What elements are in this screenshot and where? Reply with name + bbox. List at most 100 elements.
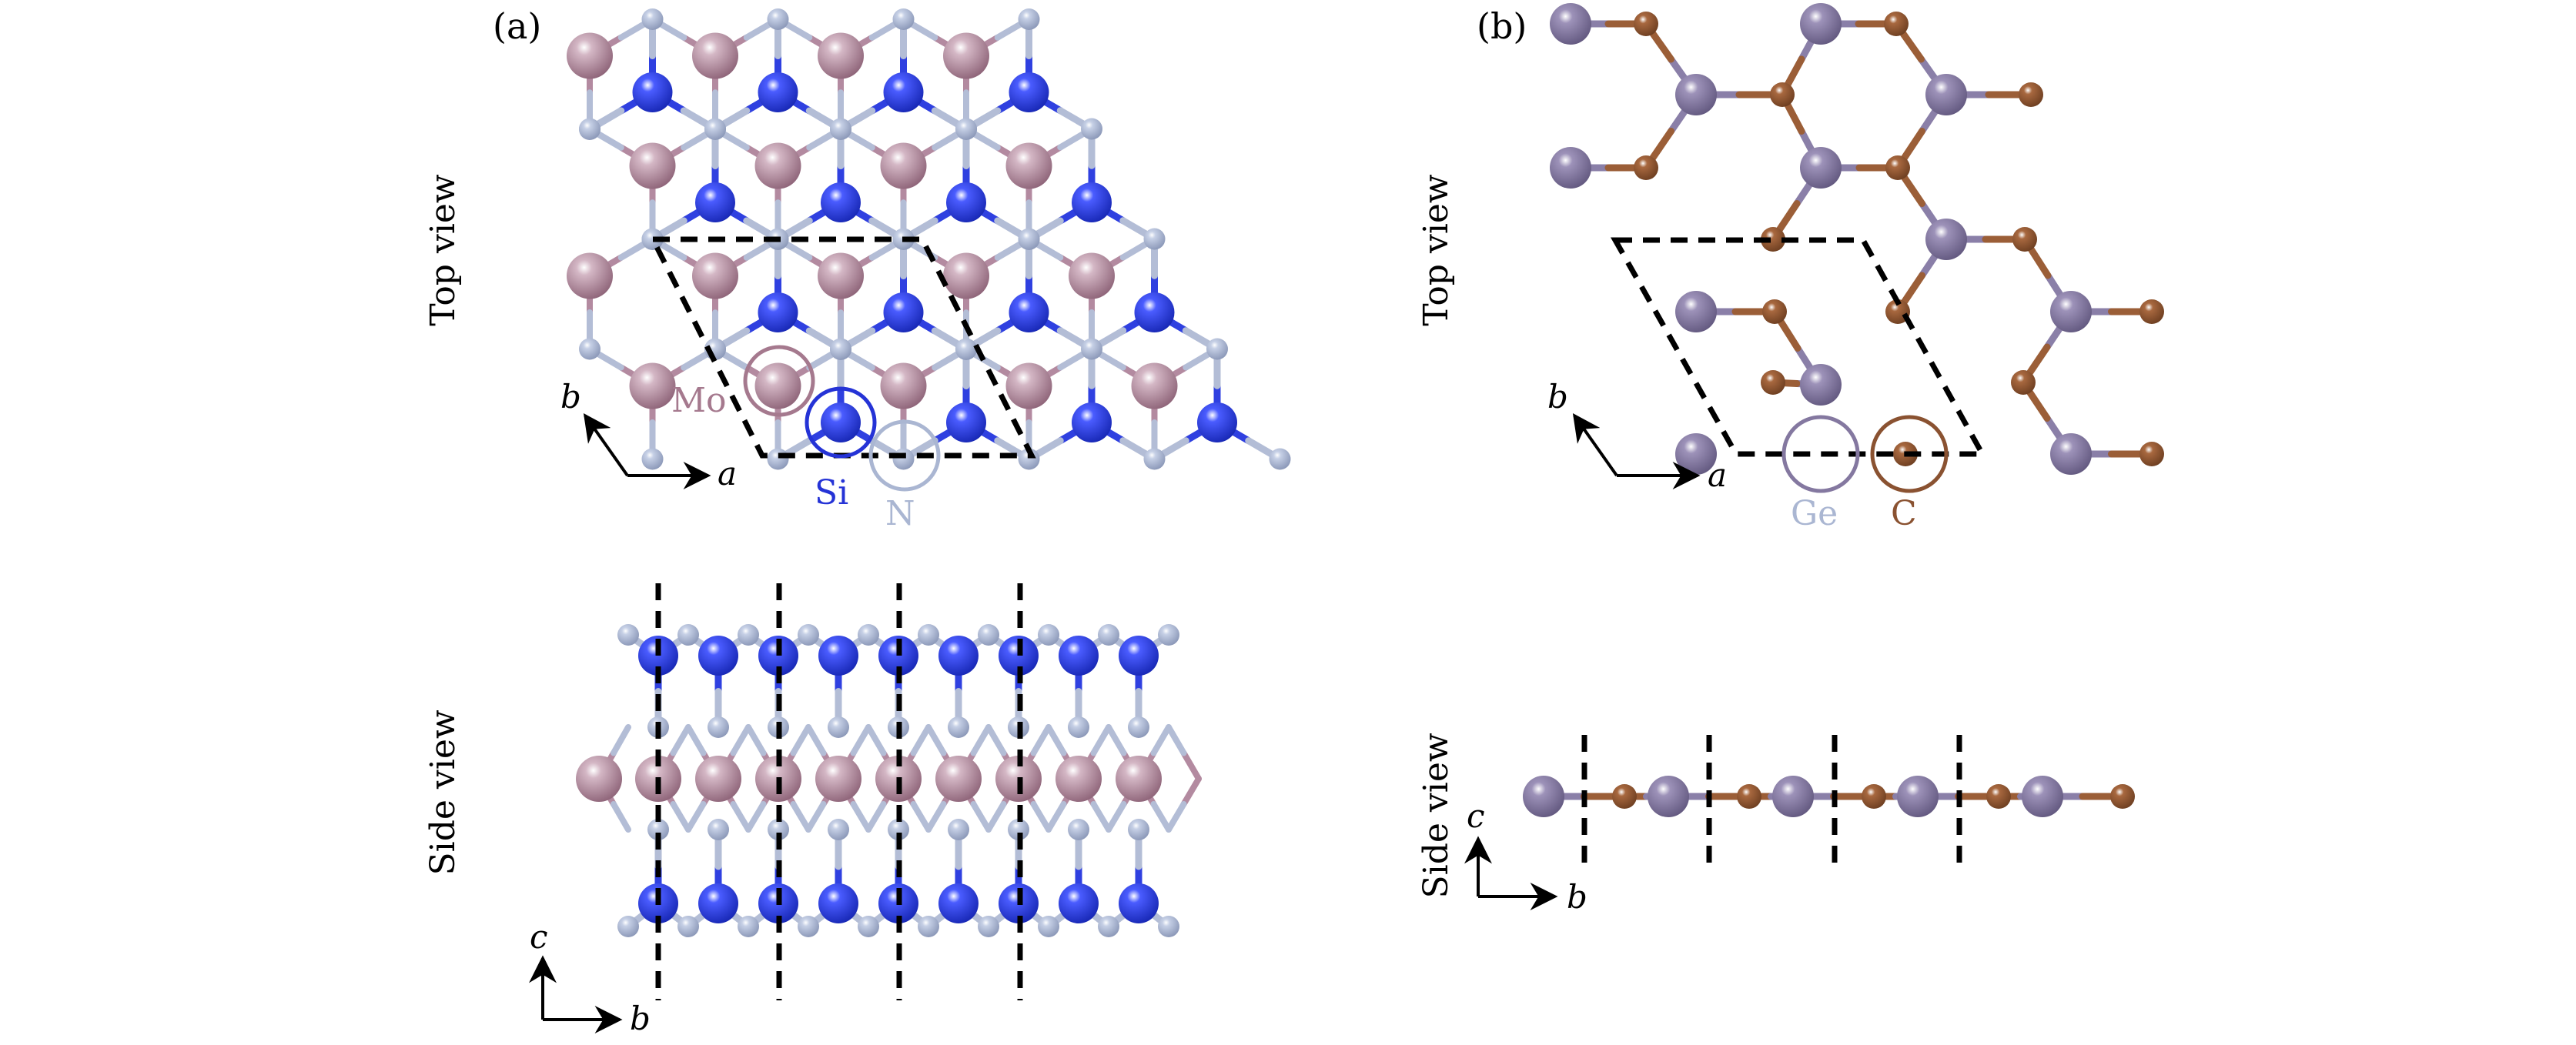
mo-atom — [880, 362, 927, 409]
bond — [1166, 801, 1187, 833]
n-atom — [677, 916, 699, 937]
bond — [685, 724, 707, 756]
si-atom — [1059, 636, 1099, 676]
n-atom — [1081, 338, 1102, 360]
ge-highlight-ring — [1781, 415, 1860, 493]
n-atom — [798, 624, 819, 646]
si-atom — [883, 72, 924, 112]
ge-atom — [2022, 776, 2063, 817]
n-atom — [704, 119, 726, 140]
n-atom — [978, 624, 999, 646]
panel-a-side-view-label: Side view — [423, 709, 463, 875]
bond — [805, 724, 827, 756]
n-atom — [798, 916, 819, 937]
c-atom — [1634, 12, 1658, 36]
n-atom — [708, 716, 729, 738]
bond — [970, 801, 992, 833]
bond — [611, 724, 631, 756]
c-atom — [1762, 299, 1787, 324]
n-atom — [617, 624, 639, 646]
si-atom — [698, 636, 738, 676]
n-atom — [1098, 916, 1119, 937]
n-atom — [1128, 716, 1149, 738]
n-atom — [858, 624, 879, 646]
bond — [670, 801, 691, 833]
overlay-layer — [648, 236, 1987, 1000]
panel-a-side-axes: c b — [529, 918, 651, 1037]
ge-atom — [2050, 433, 2092, 475]
bond — [1106, 801, 1127, 833]
si-atom — [1009, 292, 1049, 332]
n-atom — [641, 8, 664, 30]
n-atom — [647, 819, 669, 840]
n-atom — [858, 916, 879, 937]
ge-atom — [1925, 219, 1967, 260]
element-label-si: Si — [815, 473, 848, 512]
bond — [1106, 724, 1127, 756]
n-atom — [1143, 228, 1166, 250]
n-atom — [955, 119, 977, 140]
bond — [985, 724, 1007, 756]
n-atom — [955, 339, 977, 360]
bond — [1166, 724, 1187, 756]
panel-a-side-axis-b: b — [630, 1000, 651, 1037]
ge-atom — [1800, 147, 1842, 189]
ge-atom — [1550, 147, 1591, 189]
c-atom — [1885, 155, 1910, 180]
n-atom — [1269, 448, 1291, 470]
si-atom — [1072, 402, 1112, 442]
si-atom — [938, 636, 979, 676]
bond — [790, 724, 811, 756]
c-atom — [1862, 784, 1886, 809]
n-atom — [948, 716, 969, 738]
mo-atom — [1005, 142, 1052, 189]
n-atom — [1143, 448, 1166, 470]
si-atom — [1009, 72, 1049, 112]
n-atom — [830, 119, 851, 140]
mo-atom — [754, 362, 801, 409]
n-atom — [767, 8, 789, 30]
bond — [925, 724, 947, 756]
bond — [685, 801, 707, 833]
n-atom — [948, 819, 969, 840]
n-atom — [1098, 624, 1119, 646]
c-atom — [2139, 299, 2164, 324]
c-atom — [1770, 82, 1795, 107]
mo-atom — [818, 32, 864, 79]
n-atom — [1038, 916, 1059, 937]
element-label-c: C — [1891, 494, 1917, 533]
n-atom — [767, 448, 789, 470]
si-atom — [632, 72, 673, 112]
ge-atom — [1523, 776, 1564, 817]
si-atom — [1119, 636, 1159, 676]
mo-atom — [1131, 362, 1178, 409]
bond — [611, 801, 631, 833]
mo-atom — [576, 756, 622, 802]
si-atom — [698, 883, 738, 923]
n-highlight-ring — [868, 419, 941, 492]
panel-b-side-axes: c b — [1464, 797, 1587, 916]
n-atom — [918, 624, 939, 646]
si-atom — [1197, 402, 1237, 442]
bond — [790, 801, 811, 833]
panel-b-top-axes: b a — [1547, 378, 1727, 494]
c-atom — [2011, 370, 2036, 395]
panel-b-top-view-label: Top view — [1417, 174, 1456, 326]
c-atom — [2139, 442, 2164, 466]
ge-atom — [1800, 364, 1842, 406]
n-atom — [1158, 624, 1179, 646]
mo-atom — [692, 252, 738, 299]
bond — [1045, 801, 1067, 833]
bond — [1090, 801, 1112, 833]
bond — [730, 801, 751, 833]
n-atom — [1128, 819, 1149, 840]
mo-atom — [692, 32, 738, 79]
mo-atom — [818, 252, 864, 299]
bond — [910, 801, 932, 833]
n-atom — [892, 448, 915, 470]
c-atom — [1737, 784, 1761, 809]
si-atom — [695, 182, 735, 222]
c-atom — [2012, 227, 2037, 252]
si-atom — [821, 182, 861, 222]
n-atom — [738, 624, 759, 646]
